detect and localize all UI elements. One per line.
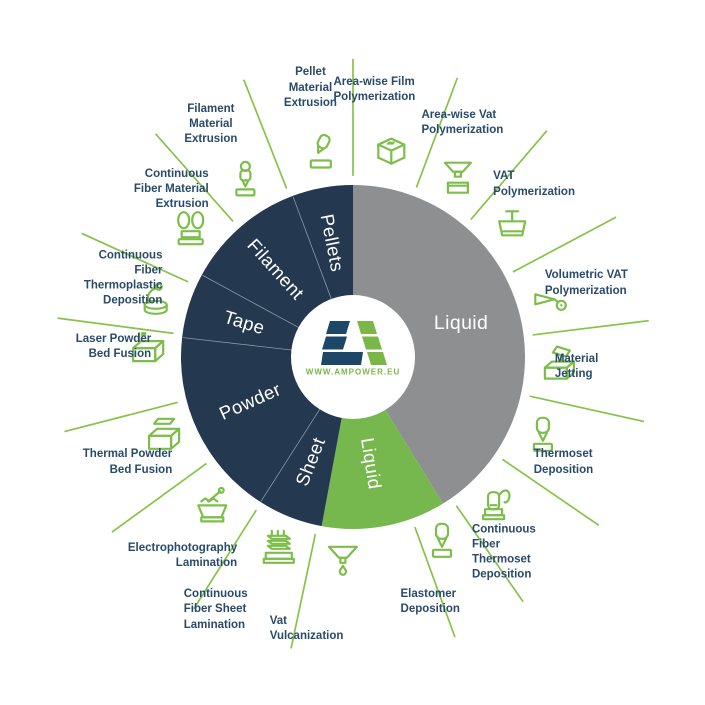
- segment-divider: [260, 409, 321, 502]
- segment-sheet-navy: [260, 408, 342, 527]
- vat-hopper-icon: [443, 161, 472, 194]
- filament-extruder-icon: [235, 160, 256, 197]
- segment-divider: [202, 275, 299, 328]
- segment-divider: [183, 337, 292, 351]
- sector-divider-line: [469, 130, 548, 221]
- powder-box-laser-icon: [132, 331, 165, 363]
- segment-powder-navy: [181, 337, 321, 503]
- elastomer-cartridge-icon: [431, 522, 453, 558]
- projector-icon: [534, 293, 567, 311]
- ampower-logo: [321, 321, 387, 365]
- website-label: WWW.AMPOWER.EU: [305, 367, 401, 376]
- fiber-pump-icon: [482, 489, 511, 521]
- sector-divider-line: [154, 133, 235, 223]
- sector-divider-line: [64, 401, 179, 433]
- segment-pellets-navy: [292, 184, 353, 300]
- wheel-segments: [181, 184, 525, 529]
- sheet-stack-icon: [262, 529, 295, 564]
- segment-tape-navy: [182, 274, 300, 351]
- segment-filament-navy: [201, 195, 332, 328]
- sector-divider-line: [511, 216, 617, 274]
- vat-icon: [498, 210, 527, 237]
- sector-spokes: [57, 59, 649, 649]
- film-frame-icon: [377, 137, 406, 165]
- sector-divider-line: [111, 462, 208, 533]
- sector-divider-line: [501, 457, 600, 527]
- roller-press-icon: [197, 486, 228, 523]
- funnel-icon: [327, 545, 358, 576]
- fiber-spools-icon: [177, 211, 205, 246]
- sector-divider-line: [81, 232, 190, 284]
- sector-divider-line: [413, 525, 456, 638]
- segment-divider: [292, 196, 332, 300]
- sector-divider-line: [531, 319, 649, 336]
- sector-divider-line: [290, 532, 317, 649]
- powder-box-lid-icon: [148, 417, 181, 450]
- sector-divider-line: [455, 504, 524, 603]
- sector-divider-line: [57, 317, 175, 335]
- sector-divider-line: [242, 79, 288, 190]
- sector-divider-line: [528, 395, 645, 423]
- segment-liquid-gray: [353, 185, 525, 504]
- segment-liquid-green: [321, 409, 443, 529]
- outer-ring: [171, 175, 535, 539]
- sector-divider-line: [193, 508, 258, 610]
- pellet-extruder-icon: [309, 132, 333, 169]
- heated-pot-icon: [143, 282, 168, 315]
- jetting-printhead-icon: [543, 345, 576, 380]
- segment-label-0: Liquid: [434, 312, 488, 334]
- sector-divider-line: [415, 77, 459, 189]
- cartridge-icon: [532, 416, 554, 452]
